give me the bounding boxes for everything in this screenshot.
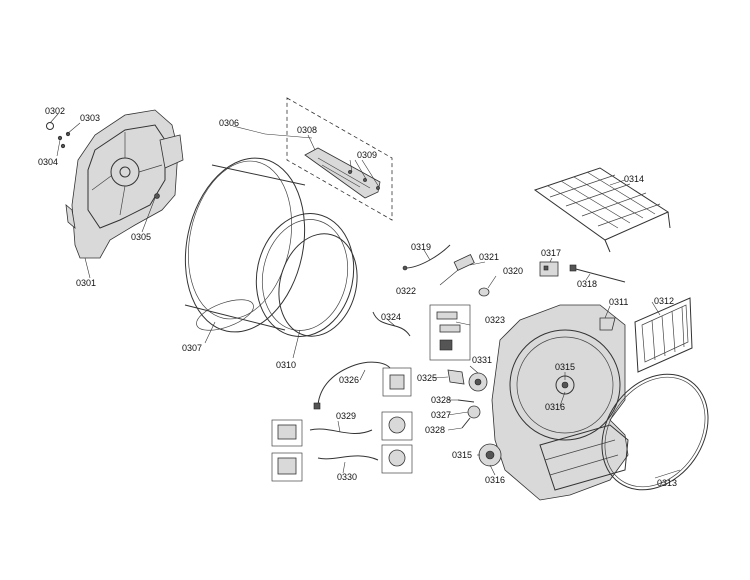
label-0319: 0319 xyxy=(411,242,431,252)
cable-0318 xyxy=(569,264,626,283)
label-0310: 0310 xyxy=(276,360,296,370)
label-0306: 0306 xyxy=(219,118,239,128)
idler-pulley-0315-0316 xyxy=(478,443,502,467)
label-0304: 0304 xyxy=(38,157,58,167)
harness-0319 xyxy=(402,244,451,271)
label-0303: 0303 xyxy=(80,113,100,123)
label-0323: 0323 xyxy=(485,315,505,325)
bearing-0327 xyxy=(467,405,481,419)
label-0316-upper: 0316 xyxy=(545,402,565,412)
label-0329: 0329 xyxy=(336,411,356,421)
screw-0328a xyxy=(457,399,475,403)
label-0314: 0314 xyxy=(624,174,644,184)
label-0317: 0317 xyxy=(541,248,561,258)
drum-seal-front-0310 xyxy=(278,233,358,337)
label-0305: 0305 xyxy=(131,232,151,242)
label-0320: 0320 xyxy=(503,266,523,276)
roller-0331 xyxy=(468,372,488,392)
label-0328-upper: 0328 xyxy=(431,395,451,405)
motor-assembly-0325 xyxy=(382,367,465,397)
label-0331: 0331 xyxy=(472,355,492,365)
label-0302: 0302 xyxy=(45,106,65,116)
label-0324: 0324 xyxy=(381,312,401,322)
drum-part xyxy=(184,157,355,337)
harness-0329 xyxy=(271,411,413,447)
label-0309: 0309 xyxy=(357,150,377,160)
label-0330: 0330 xyxy=(337,472,357,482)
label-0308: 0308 xyxy=(297,125,317,135)
label-0315-upper: 0315 xyxy=(555,362,575,372)
rear-bulkhead-part xyxy=(65,109,184,259)
small-fasteners-0302-0304 xyxy=(46,122,160,199)
drying-rack-part xyxy=(533,167,671,253)
leader-lines xyxy=(49,113,681,479)
label-0311: 0311 xyxy=(609,297,628,307)
label-0318: 0318 xyxy=(577,279,597,289)
label-0326: 0326 xyxy=(339,375,359,385)
harness-0330 xyxy=(271,444,413,482)
label-0316-lower: 0316 xyxy=(485,475,505,485)
label-0327: 0327 xyxy=(431,410,451,420)
harness-0326 xyxy=(313,361,391,410)
label-0301: 0301 xyxy=(76,278,96,288)
label-0321: 0321 xyxy=(479,252,499,262)
screw-0328b xyxy=(461,417,471,429)
label-0322: 0322 xyxy=(396,286,416,296)
label-0313: 0313 xyxy=(657,478,677,488)
lint-filter-part xyxy=(634,297,693,373)
harness-0324 xyxy=(372,311,411,337)
sensor-0321-0322 xyxy=(439,254,475,286)
label-0315-lower: 0315 xyxy=(452,450,472,460)
label-0325: 0325 xyxy=(417,373,437,383)
part-number-labels: 0302 0303 0304 0301 0305 0306 0307 0308 … xyxy=(38,106,677,488)
thermistor-0320 xyxy=(478,287,490,297)
label-0307: 0307 xyxy=(182,343,202,353)
drive-belt-part xyxy=(601,373,709,491)
drum-seal-rear-0307 xyxy=(196,299,254,331)
switch-0317 xyxy=(539,261,559,277)
sensor-bracket-0323 xyxy=(429,304,471,361)
label-0328-lower: 0328 xyxy=(425,425,445,435)
label-0312: 0312 xyxy=(654,296,674,306)
lifter-part xyxy=(286,97,393,221)
